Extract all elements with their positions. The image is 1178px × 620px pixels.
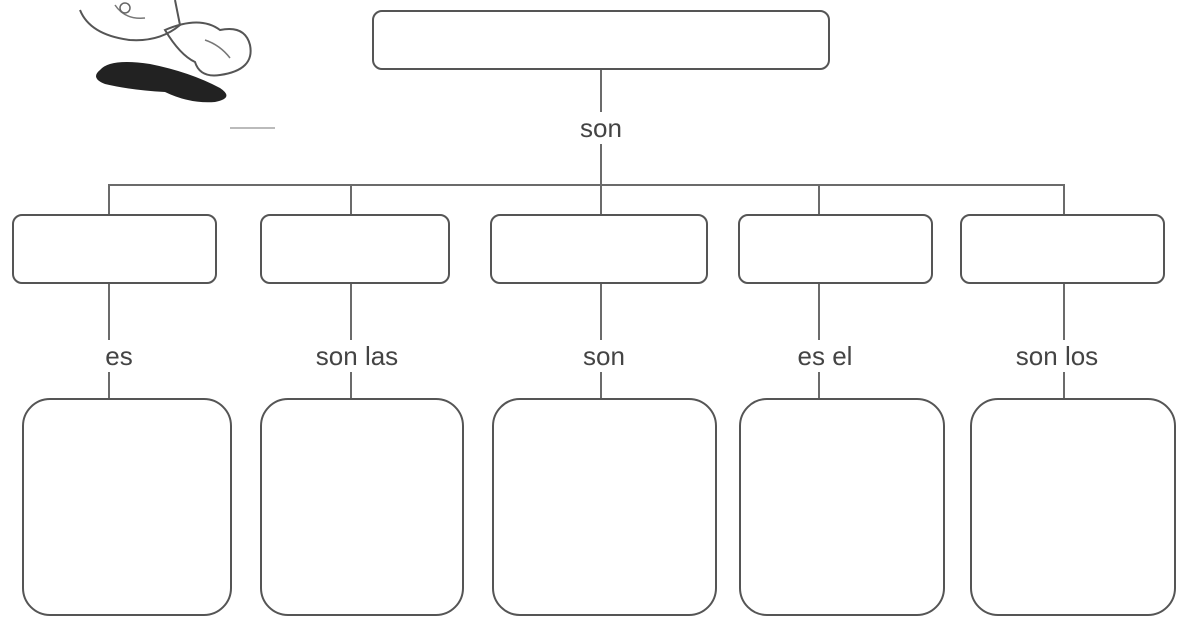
connector-label-son-los: son los: [1013, 340, 1101, 372]
root-connector-label: son: [578, 112, 624, 144]
answer-box[interactable]: [739, 398, 945, 616]
connector-label-son-las: son las: [313, 340, 401, 372]
category-box[interactable]: [12, 214, 217, 284]
root-box[interactable]: [372, 10, 830, 70]
branch-drop-line: [600, 184, 602, 214]
branch-drop-line: [818, 184, 820, 214]
answer-box[interactable]: [492, 398, 717, 616]
answer-box[interactable]: [260, 398, 464, 616]
category-box[interactable]: [960, 214, 1165, 284]
category-box[interactable]: [260, 214, 450, 284]
connector-label-es-el: es el: [795, 340, 855, 372]
category-box[interactable]: [738, 214, 933, 284]
connector-label-es: es: [103, 340, 135, 372]
branch-drop-line: [350, 184, 352, 214]
branch-drop-line: [108, 184, 110, 214]
answer-box[interactable]: [22, 398, 232, 616]
running-cartoon-character-icon: [79, 0, 275, 129]
horizontal-branch-line: [108, 184, 1065, 186]
branch-drop-line: [1063, 184, 1065, 214]
answer-box[interactable]: [970, 398, 1176, 616]
connector-label-son: son: [581, 340, 627, 372]
category-box[interactable]: [490, 214, 708, 284]
